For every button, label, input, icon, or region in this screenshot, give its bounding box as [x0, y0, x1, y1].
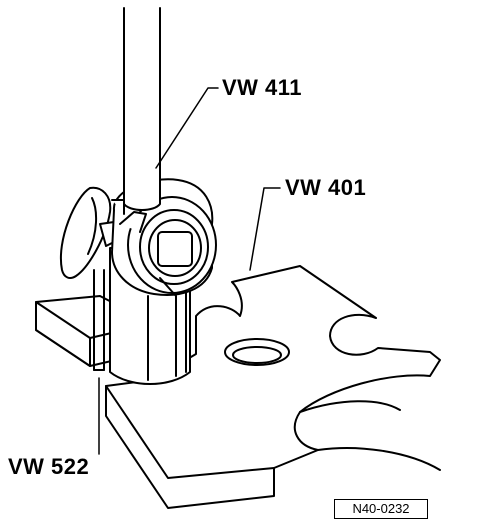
gauge-rod-vw411 — [123, 7, 161, 211]
callout-label-vw401: VW 401 — [285, 175, 367, 200]
leader-lines — [98, 87, 281, 455]
leader-line-vw411 — [155, 87, 219, 169]
gauge-holder — [111, 178, 217, 297]
callout-label-vw411: VW 411 — [222, 75, 303, 100]
base-plate-vw401 — [105, 265, 441, 509]
post-vw522 — [93, 269, 105, 371]
figure-code-box: N40-0232 — [334, 499, 428, 519]
callout-label-vw522: VW 522 — [8, 454, 90, 479]
leader-line-vw401 — [249, 187, 281, 271]
